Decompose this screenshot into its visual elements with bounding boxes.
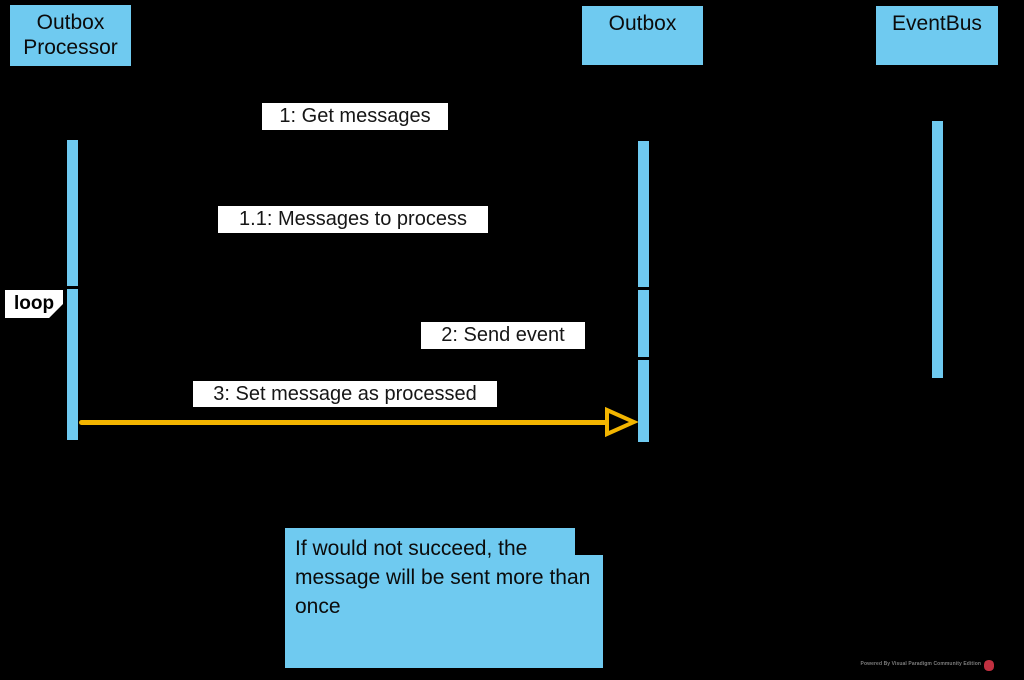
message-label-messages-to-process: 1.1: Messages to process [218, 206, 488, 233]
activation-bar-outbox-2 [637, 289, 650, 358]
participant-outbox-processor: Outbox Processor [8, 3, 133, 68]
message-arrow-head-icon [604, 406, 639, 438]
activation-bar-outbox-processor-1 [66, 139, 79, 287]
message-label-set-message-processed: 3: Set message as processed [193, 381, 497, 407]
activation-bar-eventbus [931, 120, 944, 379]
message-label-get-messages: 1: Get messages [262, 103, 448, 130]
activation-bar-outbox-processor-2 [66, 288, 79, 441]
watermark-text: Powered By Visual Paradigm Community Edi… [860, 660, 981, 667]
visual-paradigm-logo-icon [984, 660, 994, 671]
loop-fragment-label: loop [5, 290, 63, 318]
message-arrow-line [79, 420, 608, 425]
message-label-send-event: 2: Send event [421, 322, 585, 349]
participant-outbox: Outbox [580, 4, 705, 67]
note: If would not succeed, the message will b… [285, 528, 603, 668]
participant-eventbus: EventBus [874, 4, 1000, 67]
activation-bar-outbox-1 [637, 140, 650, 288]
activation-bar-outbox-3 [637, 359, 650, 443]
